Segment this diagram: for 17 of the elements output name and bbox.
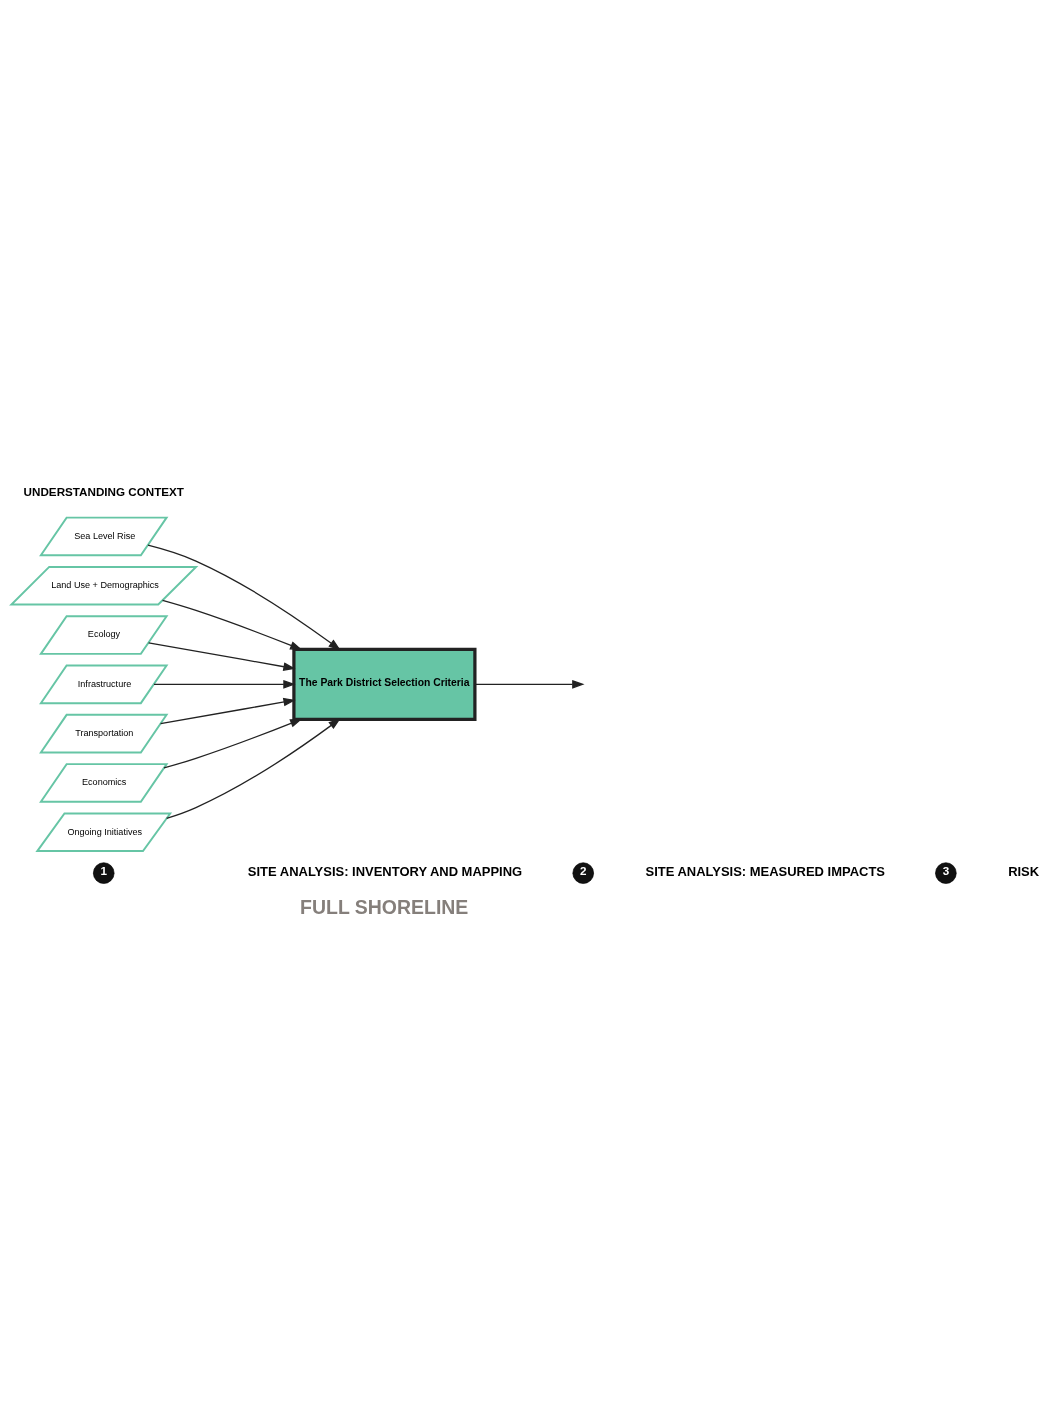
arrow (159, 697, 296, 725)
arrow (474, 680, 585, 689)
node-box: The Park District Selection Criteria (292, 647, 477, 721)
label: RISK (1008, 863, 1040, 879)
arrow (166, 718, 341, 819)
label: SITE ANALYSIS: MEASURED IMPACTS (645, 863, 885, 879)
arrow (163, 718, 303, 769)
label: 3 (942, 864, 950, 878)
label: UNDERSTANDING CONTEXT (23, 485, 185, 499)
arrow (147, 544, 341, 651)
arrow (161, 599, 303, 650)
label: FULL SHORELINE (300, 896, 469, 919)
arrow (153, 680, 296, 689)
label: SITE ANALYSIS: INVENTORY AND MAPPING (247, 863, 523, 879)
arrow (148, 642, 296, 671)
label: 1 (100, 864, 107, 878)
label: 2 (579, 864, 587, 878)
